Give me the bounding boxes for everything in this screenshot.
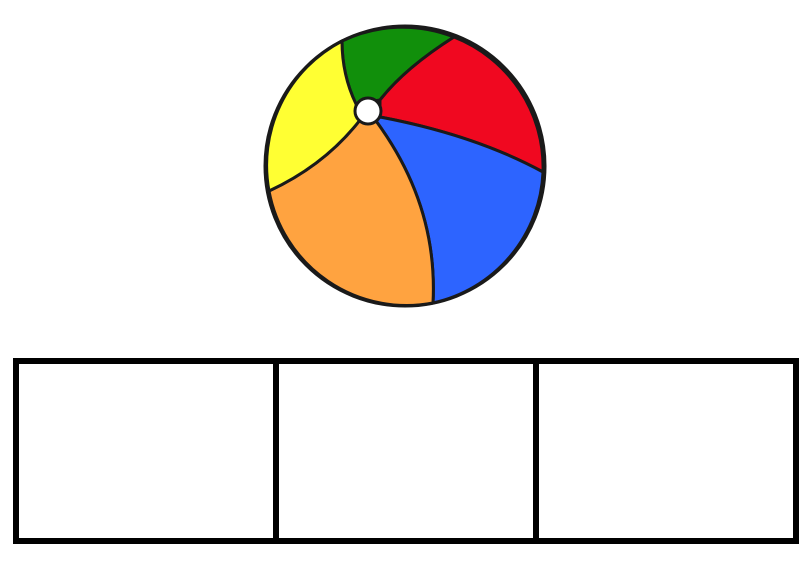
beach-ball-graphic — [263, 24, 547, 308]
ball-outline — [263, 24, 547, 308]
beach-ball-icon — [262, 24, 548, 310]
answer-box-1[interactable] — [19, 364, 273, 538]
answer-boxes — [13, 358, 799, 544]
ball-center-cap — [353, 96, 383, 126]
answer-box-2[interactable] — [273, 364, 533, 538]
answer-box-3[interactable] — [533, 364, 793, 538]
